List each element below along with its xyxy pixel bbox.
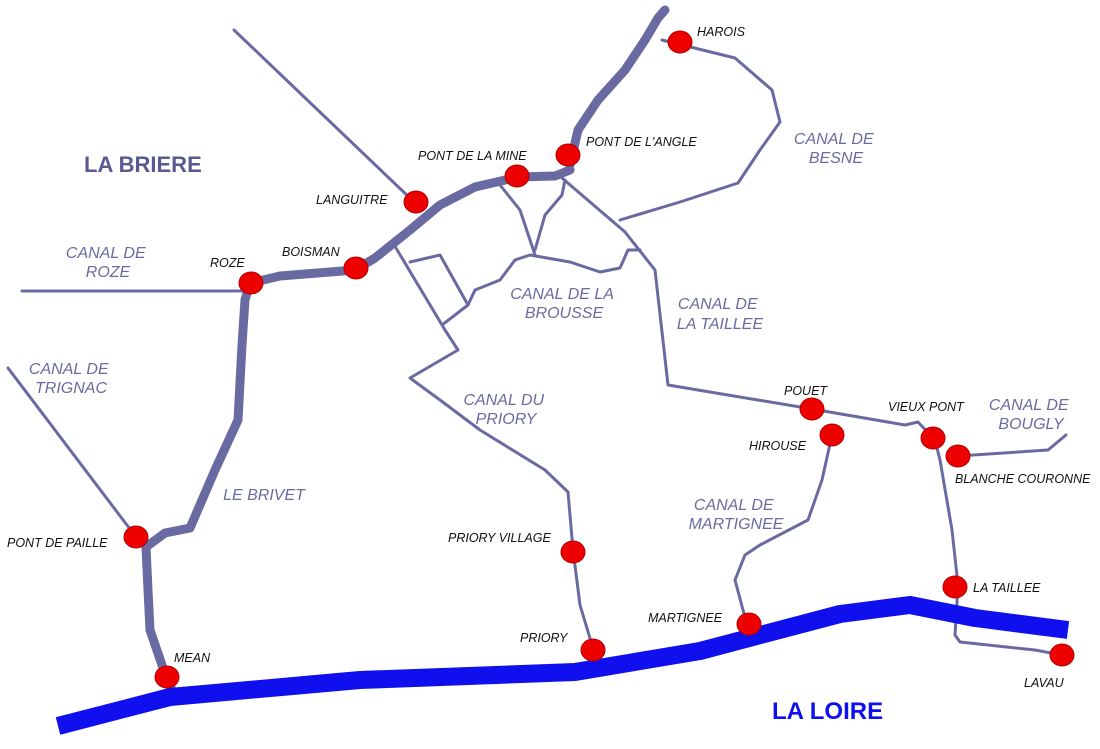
town-marker-lavau[interactable] — [1049, 643, 1075, 667]
town-label-mean: MEAN — [174, 651, 211, 665]
town-label-vieux-pont: VIEUX PONT — [888, 400, 965, 414]
le-brivet-line — [141, 278, 255, 700]
town-marker-pont-de-l-angle[interactable] — [555, 143, 581, 167]
town-label-priory: PRIORY — [520, 631, 569, 645]
town-label-martignee: MARTIGNEE — [648, 611, 723, 625]
region-label-la-loire: LA LOIRE — [772, 698, 883, 725]
town-label-pont-de-l-angle: PONT DE L'ANGLE — [586, 135, 697, 149]
canal-de-besne-line — [618, 38, 782, 222]
brivet-main-line — [245, 165, 575, 288]
canal-de-trignac-line — [6, 366, 138, 539]
town-markers — [123, 30, 1075, 689]
town-label-pouet: POUET — [784, 384, 828, 398]
town-marker-mean[interactable] — [154, 665, 180, 689]
town-label-blanche-couronne: BLANCHE COURONNE — [955, 472, 1091, 486]
town-marker-pouet[interactable] — [799, 397, 825, 421]
la-loire-river — [55, 596, 1070, 735]
canal-de-martignee-line — [733, 433, 834, 642]
town-label-la-taillee: LA TAILLEE — [973, 581, 1041, 595]
thick-canals — [141, 5, 670, 700]
canal-label-martignee: CANAL DE MARTIGNEE — [689, 497, 784, 533]
town-marker-priory-village[interactable] — [560, 540, 586, 564]
town-marker-harois[interactable] — [667, 30, 693, 54]
town-marker-martignee[interactable] — [736, 612, 762, 636]
town-marker-blanche-couronne[interactable] — [945, 444, 971, 468]
languitre-arm-line — [232, 28, 414, 202]
town-marker-hirouse[interactable] — [819, 423, 845, 447]
town-marker-pont-de-la-mine[interactable] — [504, 164, 530, 188]
town-marker-languitre[interactable] — [403, 190, 429, 214]
town-marker-vieux-pont[interactable] — [920, 426, 946, 450]
town-label-languitre: LANGUITRE — [316, 193, 388, 207]
canal-label-bougly: CANAL DE BOUGLY — [989, 397, 1073, 433]
town-marker-priory[interactable] — [580, 638, 606, 662]
town-marker-boisman[interactable] — [343, 256, 369, 280]
town-label-hirouse: HIROUSE — [749, 439, 807, 453]
canal-du-priory-line — [391, 241, 597, 657]
canal-label-taillee: CANAL DE LA TAILLEE — [677, 296, 764, 333]
canal-de-la-taillee-line — [560, 176, 935, 440]
town-label-boisman: BOISMAN — [282, 245, 341, 259]
town-label-lavau: LAVAU — [1024, 676, 1065, 690]
canal-label-brousse: CANAL DE LA BROUSSE — [510, 286, 618, 322]
region-label-la-briere: LA BRIERE — [84, 152, 202, 177]
canal-de-bougly-line — [956, 433, 1068, 458]
town-labels: HAROIS PONT DE L'ANGLE PONT DE LA MINE L… — [7, 25, 1091, 690]
brousse-loop-line — [408, 253, 470, 327]
brousse-branch-a-line — [498, 183, 537, 257]
canal-label-trignac: CANAL DE TRIGNAC — [29, 361, 113, 397]
town-marker-la-taillee[interactable] — [942, 575, 968, 599]
town-label-priory-village: PRIORY VILLAGE — [448, 531, 551, 545]
canal-label-roze: CANAL DE ROZE — [66, 245, 150, 281]
town-marker-roze[interactable] — [238, 271, 264, 295]
town-label-harois: HAROIS — [697, 25, 746, 39]
canal-de-la-brousse-line — [466, 248, 642, 307]
thin-canals — [6, 28, 1068, 657]
canal-labels: CANAL DE ROZE CANAL DE TRIGNAC LE BRIVET… — [29, 131, 1073, 533]
town-label-roze: ROZE — [210, 256, 245, 270]
canal-label-besne: CANAL DE BESNE — [794, 131, 878, 167]
brivet-north-line — [565, 5, 670, 170]
town-label-pont-de-la-mine: PONT DE LA MINE — [418, 149, 527, 163]
brousse-branch-b-line — [533, 178, 567, 252]
canal-label-brivet: LE BRIVET — [223, 487, 306, 504]
canal-label-priory: CANAL DU PRIORY — [463, 392, 548, 428]
town-label-pont-de-paille: PONT DE PAILLE — [7, 536, 108, 550]
town-marker-pont-de-paille[interactable] — [123, 525, 149, 549]
